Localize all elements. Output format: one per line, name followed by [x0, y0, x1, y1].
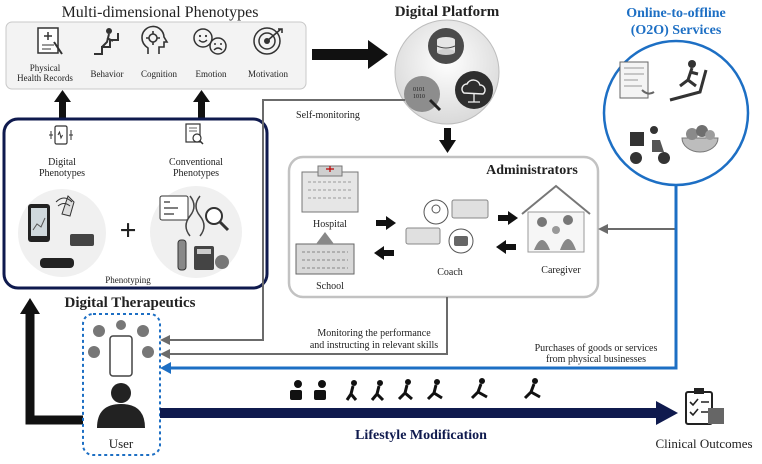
school-label: School: [316, 281, 344, 292]
emotion-icon: [193, 28, 227, 55]
svg-text:0101: 0101: [413, 87, 425, 93]
behavior-icon: [94, 28, 119, 55]
caregiver-feed-arrowhead: [598, 224, 608, 234]
caregiver-label: Caregiver: [541, 265, 581, 276]
school-icon: [295, 232, 355, 275]
digital-phenotypes-line1: Digital: [48, 157, 76, 168]
admin-arrows: [374, 211, 518, 260]
database-icon: [428, 28, 464, 64]
user-apps-icon: [88, 320, 154, 377]
self-monitoring-arrowhead: [160, 335, 170, 345]
therapeutics-title: Digital Therapeutics: [65, 295, 196, 311]
binary-search-icon: 0101 1010: [404, 76, 442, 112]
conventional-phenotypes-line1: Conventional: [169, 157, 223, 168]
cognition-icon: [141, 25, 169, 54]
o2o-arrowhead: [160, 362, 171, 374]
conventional-phenotypes-line2: Phenotypes: [173, 168, 219, 179]
self-monitoring-label: Self-monitoring: [296, 110, 360, 121]
plus-sign: +: [119, 214, 136, 247]
lifestyle-arrow: [160, 401, 678, 425]
runners-icon: [290, 378, 541, 402]
salad-bowl-icon: [681, 125, 719, 153]
hospital-label: Hospital: [313, 219, 347, 230]
report-magnifier-icon: [185, 123, 204, 145]
o2o-title-line2: (O2O) Services: [631, 23, 722, 38]
coach-label: Coach: [437, 267, 463, 278]
feedback-arrow: [20, 298, 86, 425]
motivation-icon: [253, 27, 283, 55]
hospital-icon: [301, 165, 359, 213]
o2o-line: [168, 185, 678, 370]
to-platform-arrow: [312, 40, 388, 69]
clinical-outcomes-label: Clinical Outcomes: [655, 436, 752, 451]
phenotype-label-health-records: Health Records: [17, 73, 73, 83]
phenotype-label-physical: Physical: [30, 63, 61, 73]
monitoring-arrowhead: [160, 349, 170, 359]
phenotypes-title: Multi-dimensional Phenotypes: [62, 4, 259, 21]
administrators-box: [287, 155, 600, 299]
insurance-document-icon: [619, 61, 655, 99]
phenotype-label-motivation: Motivation: [248, 69, 288, 79]
phenotype-label-emotion: Emotion: [196, 69, 227, 79]
purchases-label-line1: Purchases of goods or services: [535, 343, 658, 354]
administrators-title: Administrators: [486, 163, 578, 178]
clinical-outcomes-icon: [685, 388, 724, 425]
monitoring-line: [168, 297, 448, 355]
cloud-network-icon: [455, 71, 493, 109]
lifestyle-label: Lifestyle Modification: [355, 428, 487, 443]
lab-tools-icon: [159, 195, 230, 271]
platform-down-arrow: [439, 128, 456, 153]
user-label: User: [109, 436, 134, 451]
svg-text:1010: 1010: [413, 94, 425, 100]
self-monitoring-line: [168, 99, 405, 341]
phenotype-up-arrows: [54, 90, 210, 119]
wave-phone-icon: [49, 125, 73, 145]
user-avatar-icon: [97, 383, 145, 428]
phenotype-label-behavior: Behavior: [91, 69, 124, 79]
wearable-devices-icon: [28, 195, 94, 268]
monitoring-label-line2: and instructing in relevant skills: [310, 340, 438, 351]
phenotyping-label: Phenotyping: [105, 275, 151, 285]
digital-phenotypes-line2: Phenotypes: [39, 168, 85, 179]
purchases-label-line2: from physical businesses: [546, 354, 646, 365]
monitoring-label-line1: Monitoring the performance: [317, 328, 431, 339]
treadmill-icon: [669, 60, 708, 102]
platform-title: Digital Platform: [395, 4, 500, 20]
health-records-icon: [37, 27, 63, 55]
caregiver-family-icon: [521, 184, 591, 253]
o2o-title-line1: Online-to-offline: [626, 6, 726, 21]
phenotype-label-cognition: Cognition: [141, 69, 178, 79]
coach-chat-icon: [405, 199, 489, 254]
delivery-scooter-icon: [630, 126, 670, 164]
phenotypes-box: [5, 21, 307, 90]
